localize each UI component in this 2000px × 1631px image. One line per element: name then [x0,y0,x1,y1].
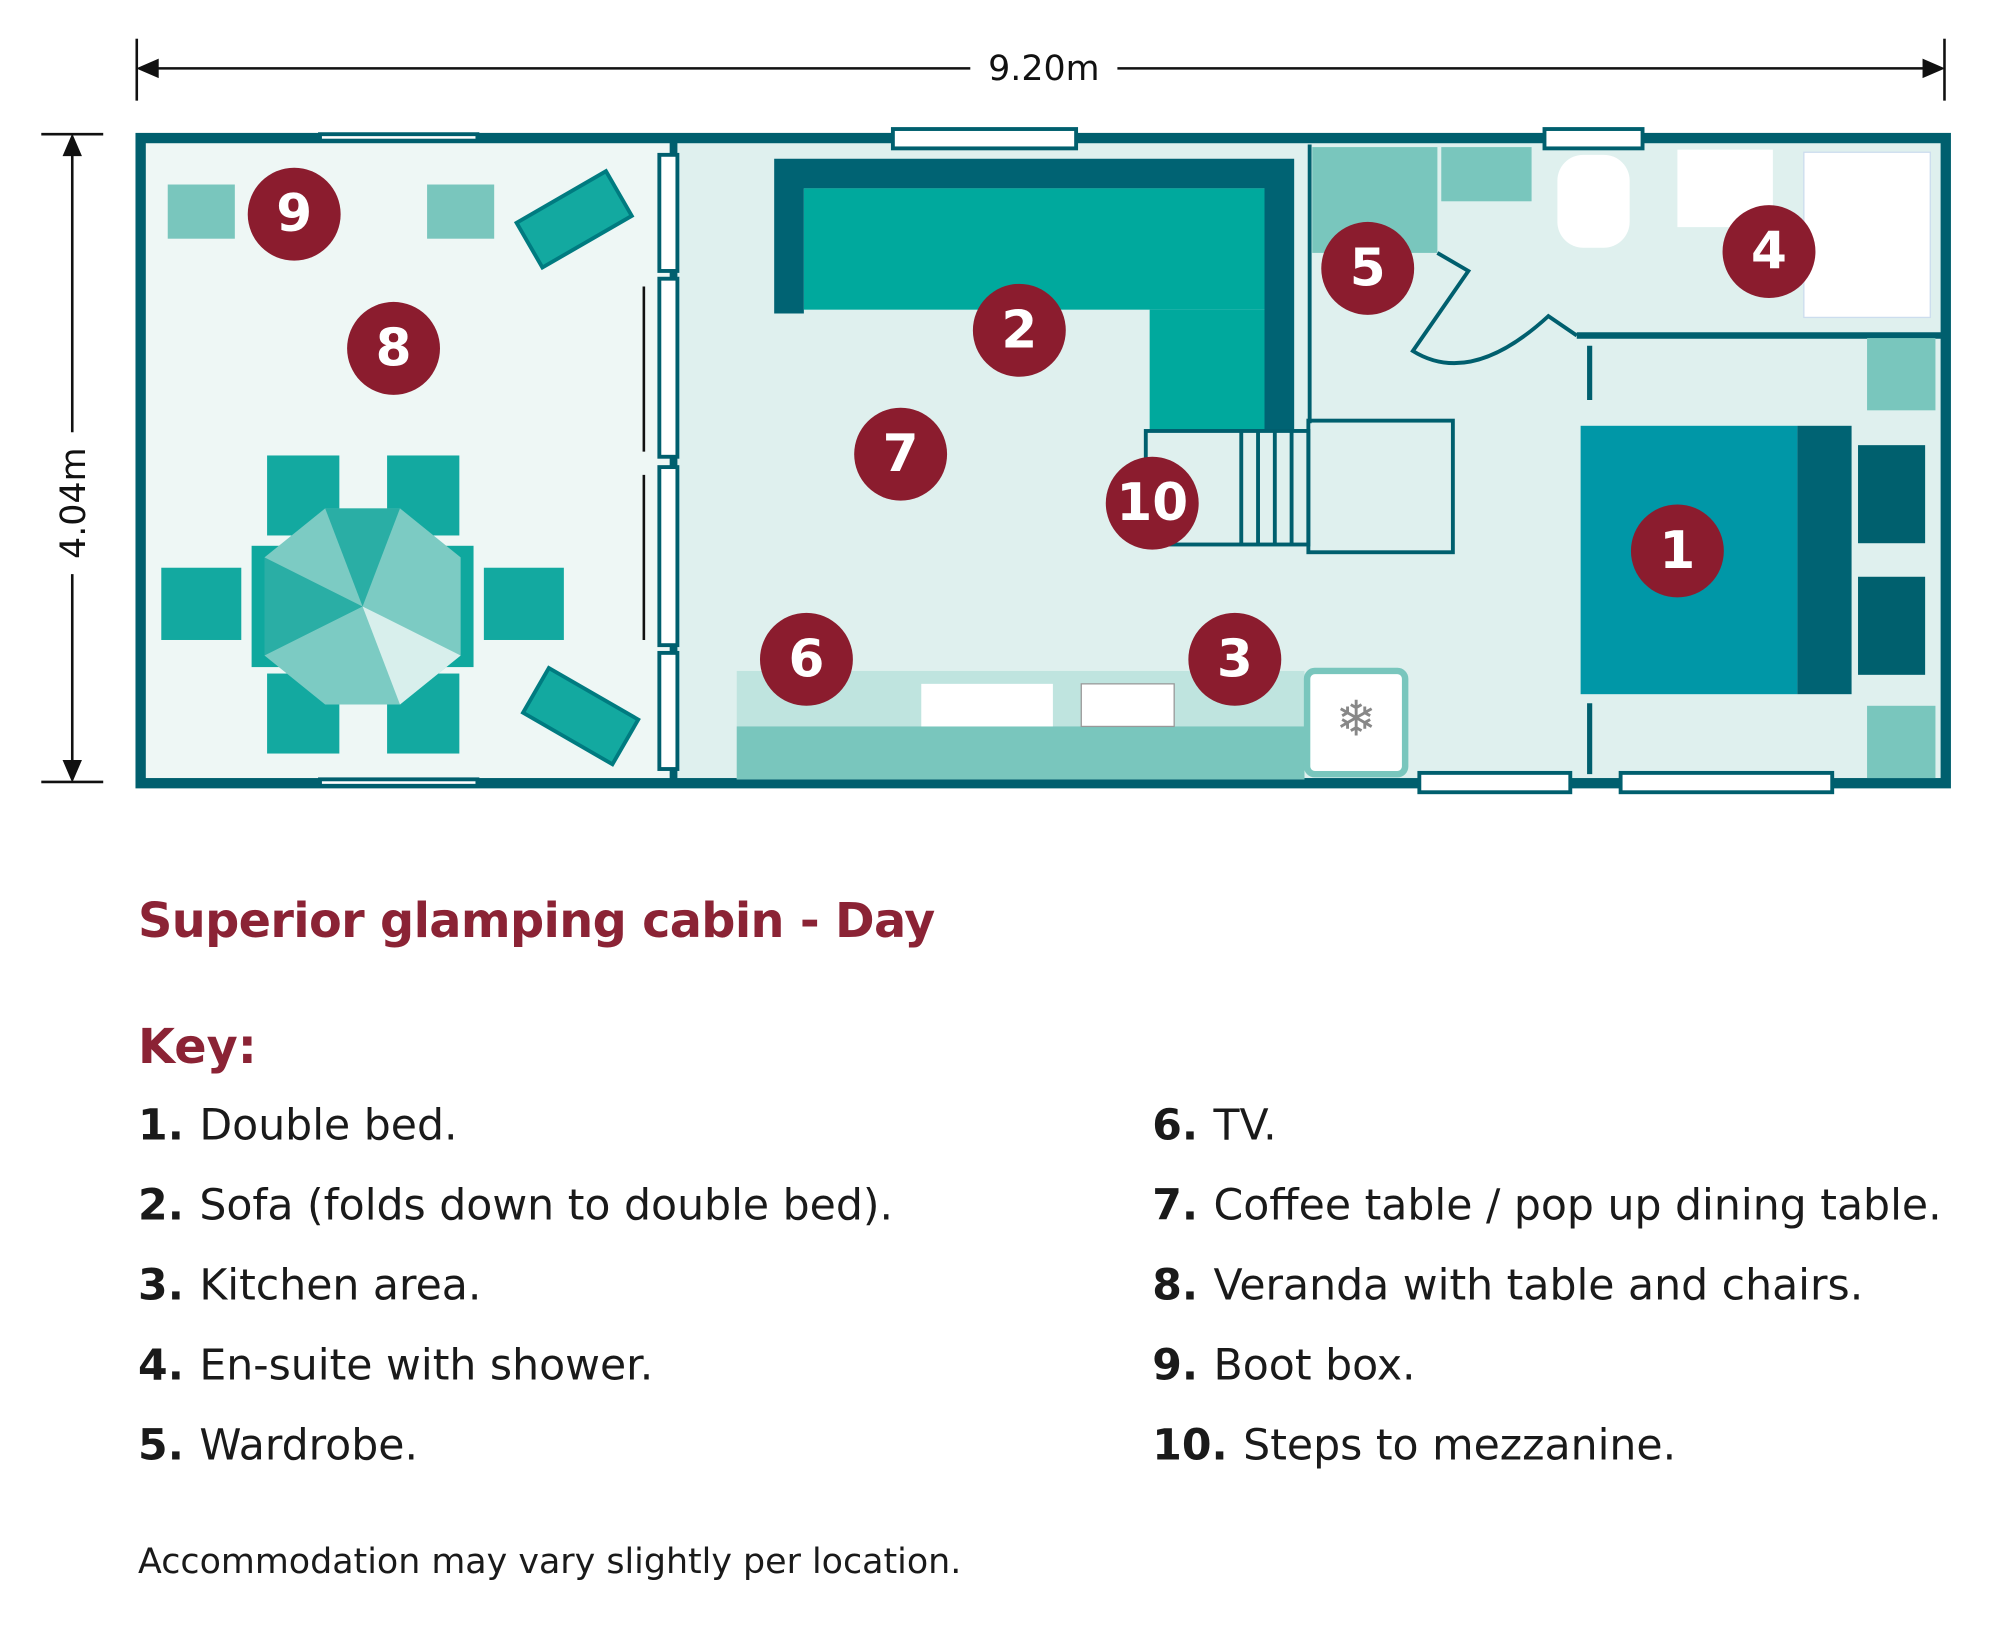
footnote: Accommodation may vary slightly per loca… [138,1541,962,1582]
depth-label: 4.04m [54,447,94,558]
pillow [1858,576,1926,675]
sun-lounger [520,665,641,767]
svg-text:4: 4 [1751,222,1787,282]
key-item: 4.En-suite with shower. [138,1339,654,1390]
key-list-left: 1.Double bed. 2.Sofa (folds down to doub… [138,1099,893,1499]
marker-9: 9 [247,167,341,261]
key-item: 8.Veranda with table and chairs. [1152,1259,1864,1310]
marker-1: 1 [1630,504,1724,598]
kitchen-cabinets [736,726,1305,780]
marker-3: 3 [1188,612,1282,706]
floor-plan: 9.20m 4.04m [41,38,1951,795]
key-item: 9.Boot box. [1152,1339,1416,1390]
svg-text:6: 6 [788,629,824,689]
marker-5: 5 [1321,221,1415,315]
bedside-unit [1867,705,1936,779]
marker-10: 10 [1105,456,1199,550]
bathroom-door [1410,251,1578,365]
svg-text:2: 2 [1001,300,1037,360]
svg-text:7: 7 [883,424,919,484]
sliding-doors [657,152,680,771]
sun-lounger [513,168,635,271]
bedside-unit [1867,338,1936,411]
toilet [1557,154,1630,248]
svg-text:5: 5 [1350,238,1386,298]
sink [921,683,1053,727]
key-list-right: 6.TV. 7.Coffee table / pop up dining tab… [1152,1099,1941,1499]
key-item: 6.TV. [1152,1099,1277,1150]
svg-text:1: 1 [1659,521,1695,581]
boot-box [427,184,495,239]
marker-6: 6 [759,612,853,706]
sofa-back [774,158,1295,431]
bed-headboard [1797,425,1852,695]
key-item: 1.Double bed. [138,1099,458,1150]
marker-7: 7 [854,407,948,501]
svg-text:8: 8 [376,318,412,378]
svg-text:3: 3 [1217,629,1253,689]
sofa-chaise [1149,309,1265,431]
key-item: 5.Wardrobe. [138,1419,418,1470]
depth-dimension [41,132,104,784]
svg-text:9: 9 [276,184,312,244]
pillow [1858,445,1926,544]
key-item: 3.Kitchen area. [138,1259,482,1310]
shower [1803,151,1931,319]
marker-4: 4 [1722,205,1816,299]
fridge [1303,667,1409,778]
width-label: 9.20m [988,49,1099,89]
marker-2: 2 [972,283,1066,377]
wardrobe-shelf [1441,147,1532,202]
boot-box [167,184,235,239]
key-item: 2.Sofa (folds down to double bed). [138,1179,894,1230]
width-dimension [135,38,1946,101]
windows [318,127,1835,795]
marker-8: 8 [347,301,440,395]
snowflake-icon: ❄ [1336,689,1377,747]
key-item: 10.Steps to mezzanine. [1152,1419,1677,1470]
hob [1080,683,1175,728]
key-heading: Key: [138,1019,257,1075]
key-item: 7.Coffee table / pop up dining table. [1152,1179,1942,1230]
page-title: Superior glamping cabin - Day [138,892,935,949]
svg-text:10: 10 [1116,473,1188,533]
